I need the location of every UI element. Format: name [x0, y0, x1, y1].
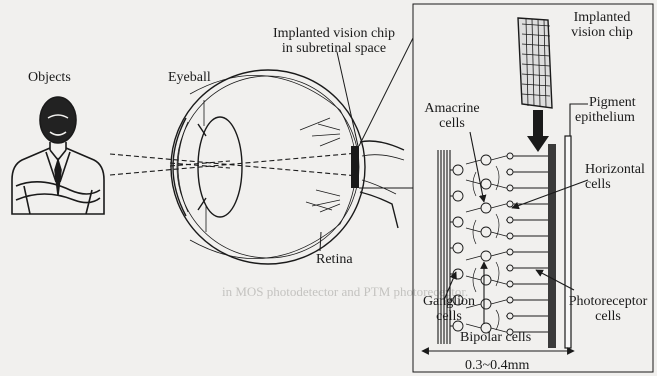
label-photoreceptor-cells: Photoreceptor cells — [560, 294, 656, 324]
label-scale: 0.3~0.4mm — [465, 358, 529, 373]
label-ganglion-cells: Ganglion cells — [418, 294, 480, 324]
label-horizontal-cells: Horizontal cells — [585, 162, 645, 192]
eye-chip — [351, 146, 359, 188]
label-amacrine-cells: Amacrine cells — [416, 101, 488, 131]
retina-layer — [190, 75, 356, 258]
label-implanted-chip-subretinal: Implanted vision chip in subretinal spac… — [244, 26, 424, 56]
label-retina: Retina — [316, 252, 353, 267]
label-objects: Objects — [28, 70, 71, 85]
arrow-amacrine — [470, 132, 484, 202]
person-figure — [12, 97, 104, 214]
inset-chip — [518, 18, 552, 108]
label-bipolar-cells: Bipolar cells — [460, 330, 531, 345]
insertion-arrow — [527, 110, 549, 152]
photoreceptor-row — [506, 153, 548, 335]
label-pigment-epithelium: Pigment epithelium — [575, 95, 636, 125]
label-implanted-chip-inset: Implanted vision chip — [558, 10, 646, 40]
leader-lines — [320, 38, 413, 251]
light-rays — [110, 153, 358, 176]
chip-layer — [548, 144, 556, 348]
person-head — [40, 97, 76, 143]
label-eyeball: Eyeball — [168, 70, 211, 85]
retinal-cells-sketch — [300, 118, 340, 212]
optic-nerve — [360, 141, 404, 228]
